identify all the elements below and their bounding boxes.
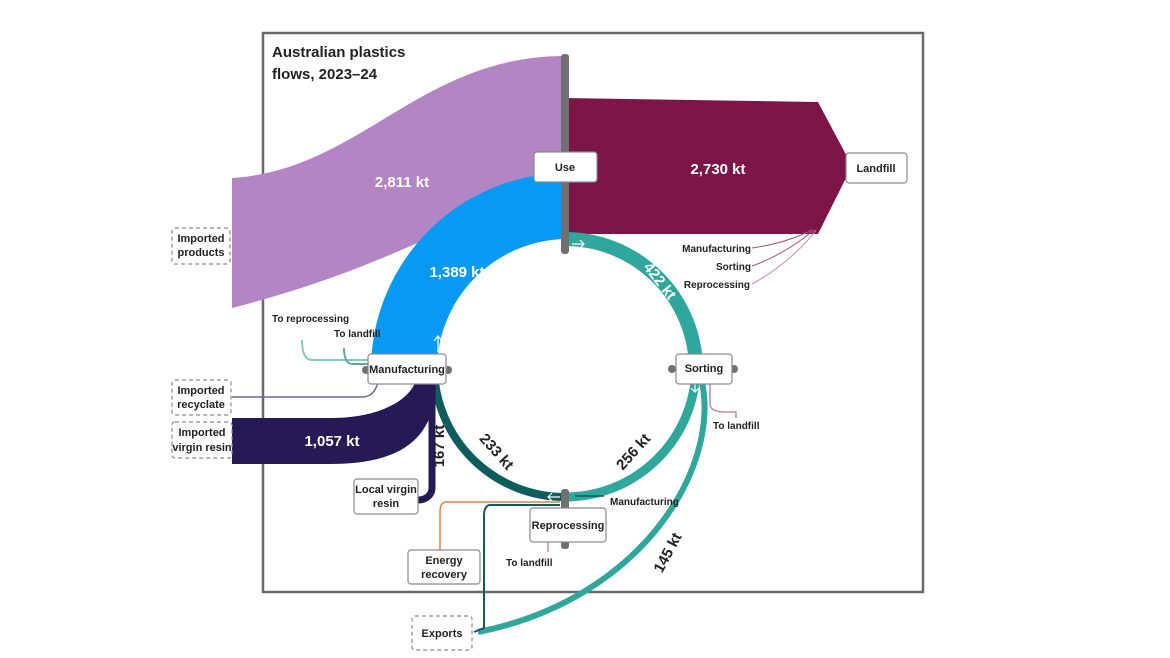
- label-manufacturing-to-use: 1,389 kt: [429, 264, 484, 281]
- flow-manufacturing-to-use: [371, 173, 567, 370]
- node-imported-recyclate-line1: Imported: [177, 385, 224, 397]
- label-imported-virgin: 1,057 kt: [304, 433, 359, 450]
- node-use: Use: [533, 151, 598, 183]
- arrow-use-sorting: [572, 239, 585, 249]
- node-imported-products: Imported products: [171, 227, 231, 265]
- line-sorting-to-landfill-source: [751, 229, 815, 267]
- node-exports-label: Exports: [422, 628, 463, 640]
- node-manufacturing-label: Manufacturing: [369, 364, 445, 376]
- flow-imported-products: [232, 56, 565, 308]
- diagram-title-line2: flows, 2023–24: [272, 66, 378, 83]
- node-use-label: Use: [555, 162, 575, 174]
- flow-reprocessing-to-manufacturing: [430, 367, 566, 501]
- sorting-peg-left: [668, 365, 676, 373]
- label-mfg-to-reprocessing: To reprocessing: [272, 314, 349, 325]
- node-energy-line2: recovery: [421, 569, 468, 581]
- label-exports: 145 kt: [651, 530, 686, 576]
- flow-use-to-sorting: [564, 232, 703, 369]
- label-imported-products: 2,811 kt: [375, 174, 429, 191]
- arrow-reproc-left: [547, 492, 560, 502]
- label-reproc-manufacturing: Manufacturing: [610, 497, 679, 508]
- node-local-virgin-resin: Local virgin resin: [353, 478, 419, 515]
- diagram-frame: [261, 31, 925, 594]
- line-reproc-to-landfill-source: [751, 229, 817, 285]
- node-imported-recyclate-line2: recyclate: [177, 399, 225, 411]
- flow-sorting-to-reprocessing: [564, 367, 701, 502]
- label-reproc-to-landfill: To landfill: [506, 558, 553, 569]
- line-mfg-to-landfill-source: [751, 229, 813, 249]
- node-reprocessing: Reprocessing: [529, 507, 607, 543]
- flow-mfg-to-landfill: [343, 347, 372, 365]
- node-imported-virgin-line2: virgin resin: [172, 442, 232, 454]
- diagram-title-line1: Australian plastics: [272, 44, 405, 61]
- label-landfill: 2,730 kt: [690, 161, 745, 178]
- flow-reprocessing-to-exports: [473, 504, 560, 633]
- node-reprocessing-label: Reprocessing: [532, 520, 605, 532]
- node-imported-products-line2: products: [177, 247, 224, 259]
- flow-sorting-to-landfill: [709, 382, 737, 418]
- arrow-mfg-up: [433, 335, 443, 352]
- node-sorting: Sorting: [675, 353, 733, 385]
- flow-imported-virgin-resin: [232, 380, 436, 464]
- label-landfill-from-sorting: Sorting: [716, 262, 751, 273]
- flow-to-landfill: [565, 98, 852, 234]
- node-landfill-label: Landfill: [856, 163, 895, 175]
- node-imported-virgin-resin: Imported virgin resin: [171, 421, 233, 459]
- label-mfg-to-landfill: To landfill: [334, 329, 381, 340]
- flow-imported-recyclate: [232, 381, 379, 398]
- flow-mfg-to-reprocessing: [301, 339, 372, 361]
- label-local-virgin: 167 kt: [431, 425, 448, 468]
- node-local-virgin-line1: Local virgin: [355, 484, 417, 496]
- label-sorting-to-landfill: To landfill: [713, 421, 760, 432]
- flow-sorting-to-exports: [477, 381, 708, 635]
- flow-to-energy-recovery: [439, 501, 560, 552]
- node-sorting-label: Sorting: [685, 363, 724, 375]
- node-landfill: Landfill: [845, 152, 908, 184]
- node-energy-line1: Energy: [425, 555, 463, 567]
- node-manufacturing: Manufacturing: [367, 353, 447, 385]
- label-landfill-from-reprocessing: Reprocessing: [684, 280, 750, 291]
- node-imported-products-line1: Imported: [177, 233, 224, 245]
- node-energy-recovery: Energy recovery: [407, 549, 481, 585]
- node-imported-recyclate: Imported recyclate: [171, 379, 232, 416]
- label-landfill-from-manufacturing: Manufacturing: [682, 244, 751, 255]
- node-exports: Exports: [411, 615, 473, 651]
- label-use-to-sorting: 422 kt: [640, 259, 680, 303]
- node-local-virgin-line2: resin: [373, 498, 400, 510]
- node-imported-virgin-line1: Imported: [178, 427, 225, 439]
